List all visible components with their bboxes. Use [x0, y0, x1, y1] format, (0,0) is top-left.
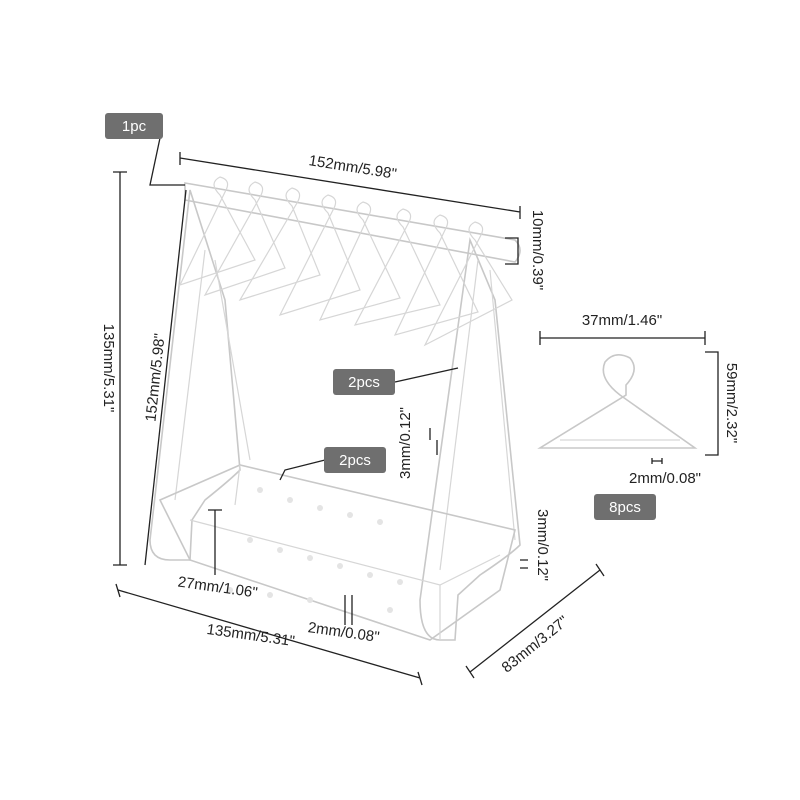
badge-base: 2pcs	[324, 447, 386, 473]
rod-diameter-label: 10mm/0.39"	[529, 210, 546, 290]
base-height-label: 27mm/1.06"	[177, 574, 259, 602]
hanger-thickness-label: 2mm/0.08"	[629, 470, 701, 487]
badge-sides: 2pcs	[333, 369, 395, 395]
base-length-label: 135mm/5.31"	[206, 621, 296, 650]
hanger-width-label: 37mm/1.46"	[582, 312, 662, 329]
badge-rod-label: 1pc	[122, 118, 147, 135]
side-thickness-label: 3mm/0.12"	[397, 407, 414, 479]
base-thickness-label: 3mm/0.12"	[534, 509, 551, 581]
badge-sides-label: 2pcs	[348, 374, 380, 391]
hanger-height-label: 59mm/2.32"	[723, 363, 740, 443]
rack-hangers	[178, 176, 513, 347]
badge-base-label: 2pcs	[339, 452, 371, 469]
base-edges	[189, 464, 501, 640]
base-holes	[227, 487, 403, 613]
rod-length-label: 152mm/5.98"	[308, 152, 398, 183]
clothes-rack-illustration	[149, 176, 521, 641]
base-depth-label: 83mm/3.27"	[499, 613, 572, 677]
base-plate	[158, 464, 516, 641]
hanging-rod	[184, 182, 521, 263]
dimension-lines	[113, 137, 719, 686]
right-frame-edge	[439, 259, 516, 571]
slot-width-label: 2mm/0.08"	[307, 619, 381, 646]
badge-hangers: 8pcs	[594, 494, 656, 520]
left-frame-edge	[174, 249, 251, 501]
right-side-frame	[419, 236, 521, 641]
total-height-label: 135mm/5.31"	[100, 324, 117, 413]
badge-rod: 1pc	[105, 113, 163, 139]
hanger-shape	[537, 354, 698, 449]
hanger-illustration	[537, 354, 698, 449]
badge-hangers-label: 8pcs	[609, 499, 641, 516]
